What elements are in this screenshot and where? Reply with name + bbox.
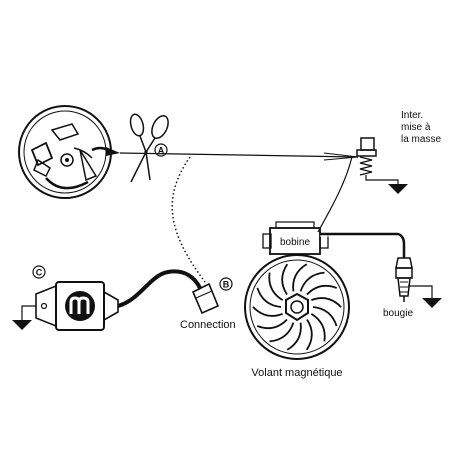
ground-symbol-icon [422,298,442,308]
flywheel-label: Volant magnétique [251,367,342,379]
flywheel-fin [311,297,342,308]
coil-label: bobine [280,237,310,248]
flywheel-fin [286,322,302,351]
flywheel-fin [252,306,283,317]
ignition-coil: bobine [262,221,329,255]
ground-symbol-icon [388,184,408,194]
ground-symbol-icon [12,320,32,330]
connector [191,282,220,315]
flywheel-fin [305,319,313,351]
flywheel-fin [299,271,325,292]
spark-plug [395,257,433,302]
interrupter-label-2: mise à [401,122,431,133]
flywheel-fin [306,284,338,296]
ht-lead [320,232,406,258]
kill-switch [356,137,399,184]
interrupter-label-1: Inter. [401,110,423,121]
flywheel-fin [292,263,308,292]
marker-b-label: B [223,280,230,290]
marker-a-label: A [158,146,165,156]
marker-c: C [32,265,46,279]
spark-plug-label: bougie [383,308,413,319]
connection-label: Connection [180,319,236,331]
marker-a: A [154,143,168,157]
module-cable [117,269,202,308]
flywheel-fin [269,322,295,343]
flywheel-fin [268,272,284,301]
interrupter-to-coil-wire [317,156,353,233]
flywheel-fin [312,306,338,327]
electronic-module [21,281,119,331]
marker-c-label: C [36,268,43,278]
breaker-plate [18,105,120,199]
magnetic-flywheel [244,254,350,360]
flywheel-fin [310,313,326,342]
flywheel-fin [281,263,289,295]
scissors-icon [129,113,169,183]
m-logo [65,291,95,321]
marker-b: B [219,277,233,291]
dotted-connection-wire [171,156,206,283]
flywheel-fin [256,318,288,330]
main-wire [119,152,359,158]
flywheel-fin [256,287,282,308]
interrupter-label-3: la masse [401,134,441,145]
